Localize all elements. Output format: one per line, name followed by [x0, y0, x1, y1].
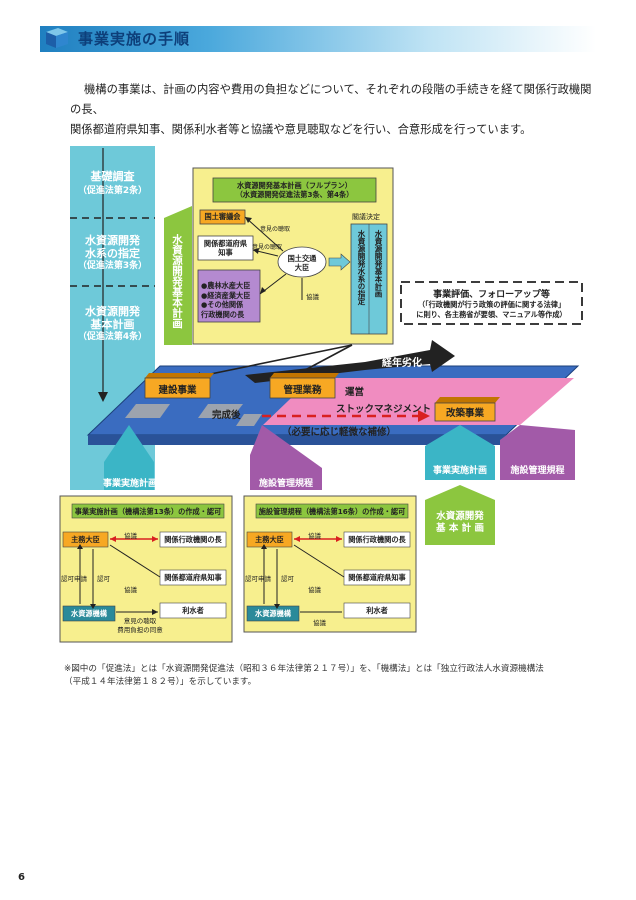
impl-consult1: 協議 [124, 532, 137, 540]
rule-approve: 認可 [281, 575, 294, 583]
col-basic-plan: 水資源開発基本計画 [374, 230, 383, 298]
footnote: ※図中の「促進法」とは「水資源開発促進法（昭和３６年法律第２１７号）」を、「機構… [64, 664, 544, 687]
edge-opinion-1: 意見の聴取 [260, 226, 291, 233]
impl-users: 利水者 [182, 606, 204, 615]
col-designation: 水資源開発水系の指定 [357, 230, 366, 305]
ministries-label: ●農林水産大臣●経済産業大臣 ●その他関係行政機関の長 [201, 281, 251, 319]
cube-icon [46, 28, 68, 48]
minister-ellipse [277, 246, 327, 278]
impl-consult2: 協議 [124, 586, 137, 594]
mgmt-rule-tag-left [250, 425, 322, 490]
management-box [269, 377, 336, 399]
evaluation-desc: （「行政機関が行う政策の評価に関する法律」に則り、各主務省が要領、マニュアル等作… [416, 300, 567, 319]
section-header-bar [40, 26, 596, 52]
rule-org: 水資源機構 [255, 609, 291, 618]
evaluation-box [400, 281, 583, 325]
intro-paragraph: 機構の事業は、計画の内容や費用の負担などについて、それぞれの段階の手続きを経て関… [70, 80, 600, 140]
impl-apply: 認可申請 [61, 575, 87, 583]
impl-prefecture: 関係都道府県知事 [164, 573, 222, 582]
rule-prefecture: 関係都道府県知事 [348, 573, 406, 582]
minor-repair-label: （必要に応じ軽微な補修） [282, 427, 397, 438]
evaluation-title: 事業評価、フォローアップ等 [433, 290, 550, 300]
stage3-label: 水資源開発基本計画 （促進法第4条） [77, 305, 148, 342]
rule-consult1: 協議 [308, 532, 321, 540]
rule-box-title: 施設管理規程（機構法第16条）の作成・認可 [258, 507, 406, 516]
construction-box [144, 377, 211, 399]
impl-plan-tag-right-label: 事業実施計画 [432, 466, 487, 476]
stage1-label: 基礎調査 （促進法第2条） [77, 170, 148, 196]
fullplan-title: 水資源開発基本計画（フルプラン）（水資源開発促進法第3条、第4条） [235, 181, 354, 199]
plan-green-arrow [425, 485, 495, 545]
intro-line-2: 関係都道府県知事、関係利水者等と協議や意見聴取などを行い、合意形成を行っています… [70, 123, 532, 136]
rule-apply: 認可申請 [245, 575, 271, 583]
green-plan-tab [164, 206, 192, 345]
impl-box-title: 事業実施計画（機構法第13条）の作成・認可 [74, 507, 222, 516]
impl-agencies: 関係行政機関の長 [164, 535, 222, 544]
impl-plan-tag-right [425, 458, 495, 480]
improvement-box [434, 402, 496, 422]
stage2-label: 水資源開発水系の指定 （促進法第3条） [77, 234, 148, 271]
rule-consult3: 協議 [313, 619, 326, 627]
mgmt-rule-tag-left-label: 施設管理規程 [258, 479, 313, 489]
rule-minister: 主務大臣 [255, 535, 284, 544]
page-title: 事業実施の手順 [78, 30, 191, 48]
impl-org: 水資源機構 [71, 609, 107, 618]
edge-consult: 協議 [306, 293, 319, 301]
impl-plan-tag-left-label: 事業実施計画 [102, 479, 157, 489]
edge-opinion-2: 意見の聴取 [252, 244, 283, 251]
impl-minister: 主務大臣 [71, 535, 100, 544]
mgmt-rule-tag-right-label: 施設管理規程 [510, 466, 565, 476]
completion-label: 完成後 [212, 410, 241, 421]
green-tab-label: 水資源開発基本計画 [171, 233, 183, 329]
council-label: 国土審議会 [204, 212, 241, 221]
plan-green-label: 水資源開発基 本 計 画 [436, 511, 484, 534]
impl-plan-tag-left [104, 425, 154, 490]
minister-label: 国土交通大臣 [287, 254, 317, 272]
operation-label: 運営 [345, 387, 365, 398]
mgmt-rule-tag-right [500, 458, 575, 480]
prefecture-label: 関係都道府県知事 [203, 239, 248, 257]
management-label: 管理業務 [283, 385, 322, 396]
construction-label: 建設事業 [158, 385, 197, 396]
stock-label: ストックマネジメント [336, 404, 432, 415]
improvement-label: 改築事業 [445, 408, 484, 419]
intro-line-1: 機構の事業は、計画の内容や費用の負担などについて、それぞれの段階の手続きを経て関… [70, 83, 592, 116]
rule-agencies: 関係行政機関の長 [348, 535, 406, 544]
rule-consult2: 協議 [308, 586, 321, 594]
prefecture-box [197, 235, 254, 261]
page-number: 6 [18, 872, 25, 883]
rule-users: 利水者 [366, 606, 388, 615]
ministries-box [197, 269, 261, 323]
cabinet-label: 閣議決定 [352, 213, 380, 221]
aging-label: 経年劣化 [382, 358, 422, 369]
impl-approve: 認可 [97, 575, 110, 583]
impl-opinion: 意見の聴取費用負担の同意 [117, 617, 163, 634]
